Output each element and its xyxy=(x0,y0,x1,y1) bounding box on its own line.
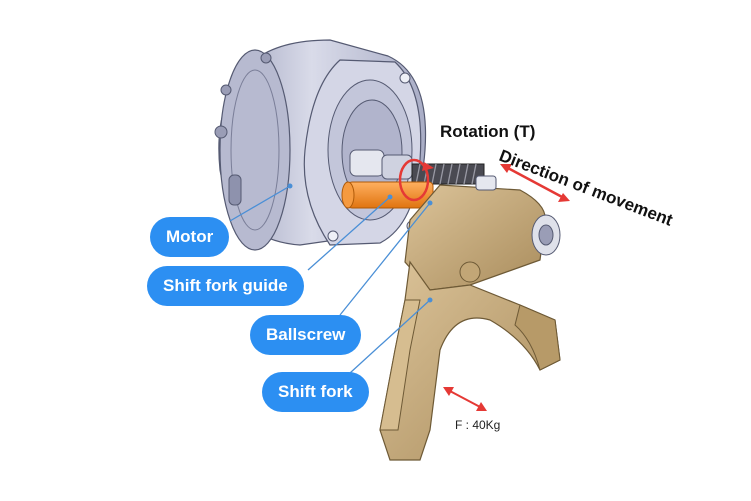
ballscrew-label: Ballscrew xyxy=(250,315,362,355)
motor-label: Motor xyxy=(150,217,230,257)
direction-arrow xyxy=(500,164,570,202)
force-label: F : 40Kg xyxy=(455,418,501,432)
shift-fork-label: Shift fork xyxy=(262,372,369,412)
shift-fork-guide-label: Shift fork guide xyxy=(147,266,304,306)
motor-leader xyxy=(229,185,291,222)
fork-leader xyxy=(349,299,431,374)
rotation-label: Rotation (T) xyxy=(440,122,536,141)
leader-lines xyxy=(229,185,431,374)
force-arrow xyxy=(443,387,487,411)
rotation-marker xyxy=(398,158,434,202)
guide-leader xyxy=(307,196,391,271)
ballscrew-leader xyxy=(339,202,431,316)
leader-dots xyxy=(287,183,433,303)
shift-fork-body xyxy=(379,175,561,461)
